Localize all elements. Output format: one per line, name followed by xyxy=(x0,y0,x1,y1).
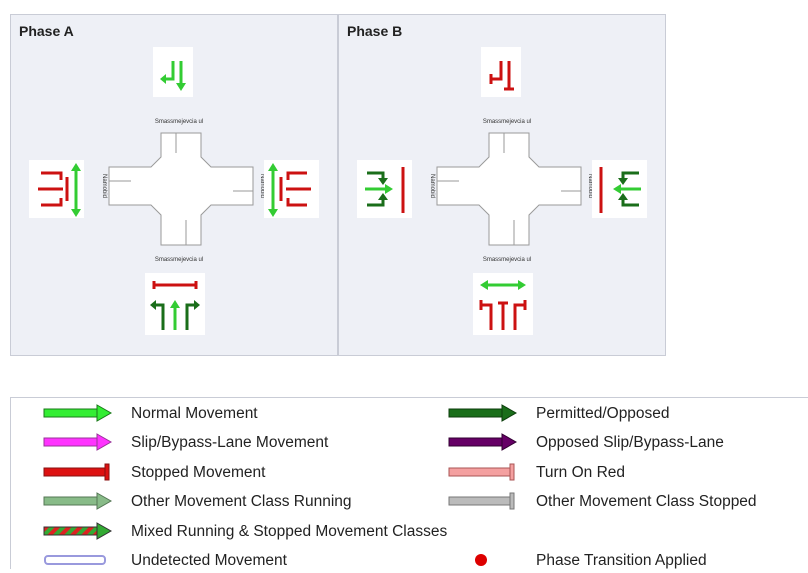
legend-label: Phase Transition Applied xyxy=(536,552,707,569)
stopped-bar-icon xyxy=(43,463,110,481)
phase-b-diagram: Smassmejevcia ul Smassmejevcia ul Namobi… xyxy=(357,47,647,335)
phase-b-title: Phase B xyxy=(347,23,403,39)
south-approach-label: Smassmejevcia ul xyxy=(155,257,203,263)
west-movement-box xyxy=(29,160,84,218)
mixed-striped-arrow-icon xyxy=(43,522,113,540)
legend-label: Other Movement Class Running xyxy=(131,493,352,510)
normal-movement-arrow-icon xyxy=(43,404,113,422)
legend-label: Normal Movement xyxy=(131,405,258,422)
west-approach-label: Namobid xyxy=(429,174,435,198)
permitted-arrow-icon xyxy=(448,404,518,422)
phase-b-panel: Phase B Smassmejevcia ul Smassmejevcia u… xyxy=(338,14,666,356)
north-approach-label: Smassmejevcia ul xyxy=(483,119,531,125)
intersection xyxy=(436,132,582,246)
east-approach-label: Namobid xyxy=(587,174,593,198)
phase-a-diagram: Smassmejevcia ul Smassmejevcia ul Namobi… xyxy=(29,47,319,335)
legend-label: Mixed Running & Stopped Movement Classes xyxy=(131,523,448,540)
north-movement-box xyxy=(481,47,521,97)
phase-transition-dot-icon xyxy=(475,554,487,566)
north-movement-box xyxy=(153,47,193,97)
slip-bypass-arrow-icon xyxy=(43,433,113,451)
other-stopped-bar-icon xyxy=(448,492,515,510)
west-movement-box xyxy=(357,160,412,218)
phase-a-title: Phase A xyxy=(19,23,74,39)
legend-label: Undetected Movement xyxy=(131,552,287,569)
east-movement-box xyxy=(264,160,319,218)
legend-label: Permitted/Opposed xyxy=(536,405,670,422)
legend-label: Other Movement Class Stopped xyxy=(536,493,757,510)
undetected-hollow-icon xyxy=(44,555,106,565)
turn-on-red-bar-icon xyxy=(448,463,515,481)
legend-label: Slip/Bypass-Lane Movement xyxy=(131,434,329,451)
other-running-arrow-icon xyxy=(43,492,113,510)
legend-label: Turn On Red xyxy=(536,464,626,481)
intersection xyxy=(108,132,254,246)
legend: Normal Movement Slip/Bypass-Lane Movemen… xyxy=(10,397,808,569)
north-approach-label: Smassmejevcia ul xyxy=(155,119,203,125)
legend-label: Stopped Movement xyxy=(131,464,266,481)
west-approach-label: Namobid xyxy=(101,174,107,198)
phase-a-panel: Phase A Smassmejevcia ul Smassmejevcia u… xyxy=(10,14,338,356)
east-approach-label: Namobid xyxy=(259,174,265,198)
south-movement-box xyxy=(473,273,533,335)
opposed-slip-arrow-icon xyxy=(448,433,518,451)
south-approach-label: Smassmejevcia ul xyxy=(483,257,531,263)
legend-label: Opposed Slip/Bypass-Lane xyxy=(536,434,724,451)
east-movement-box xyxy=(592,160,647,218)
south-movement-box xyxy=(145,273,205,335)
